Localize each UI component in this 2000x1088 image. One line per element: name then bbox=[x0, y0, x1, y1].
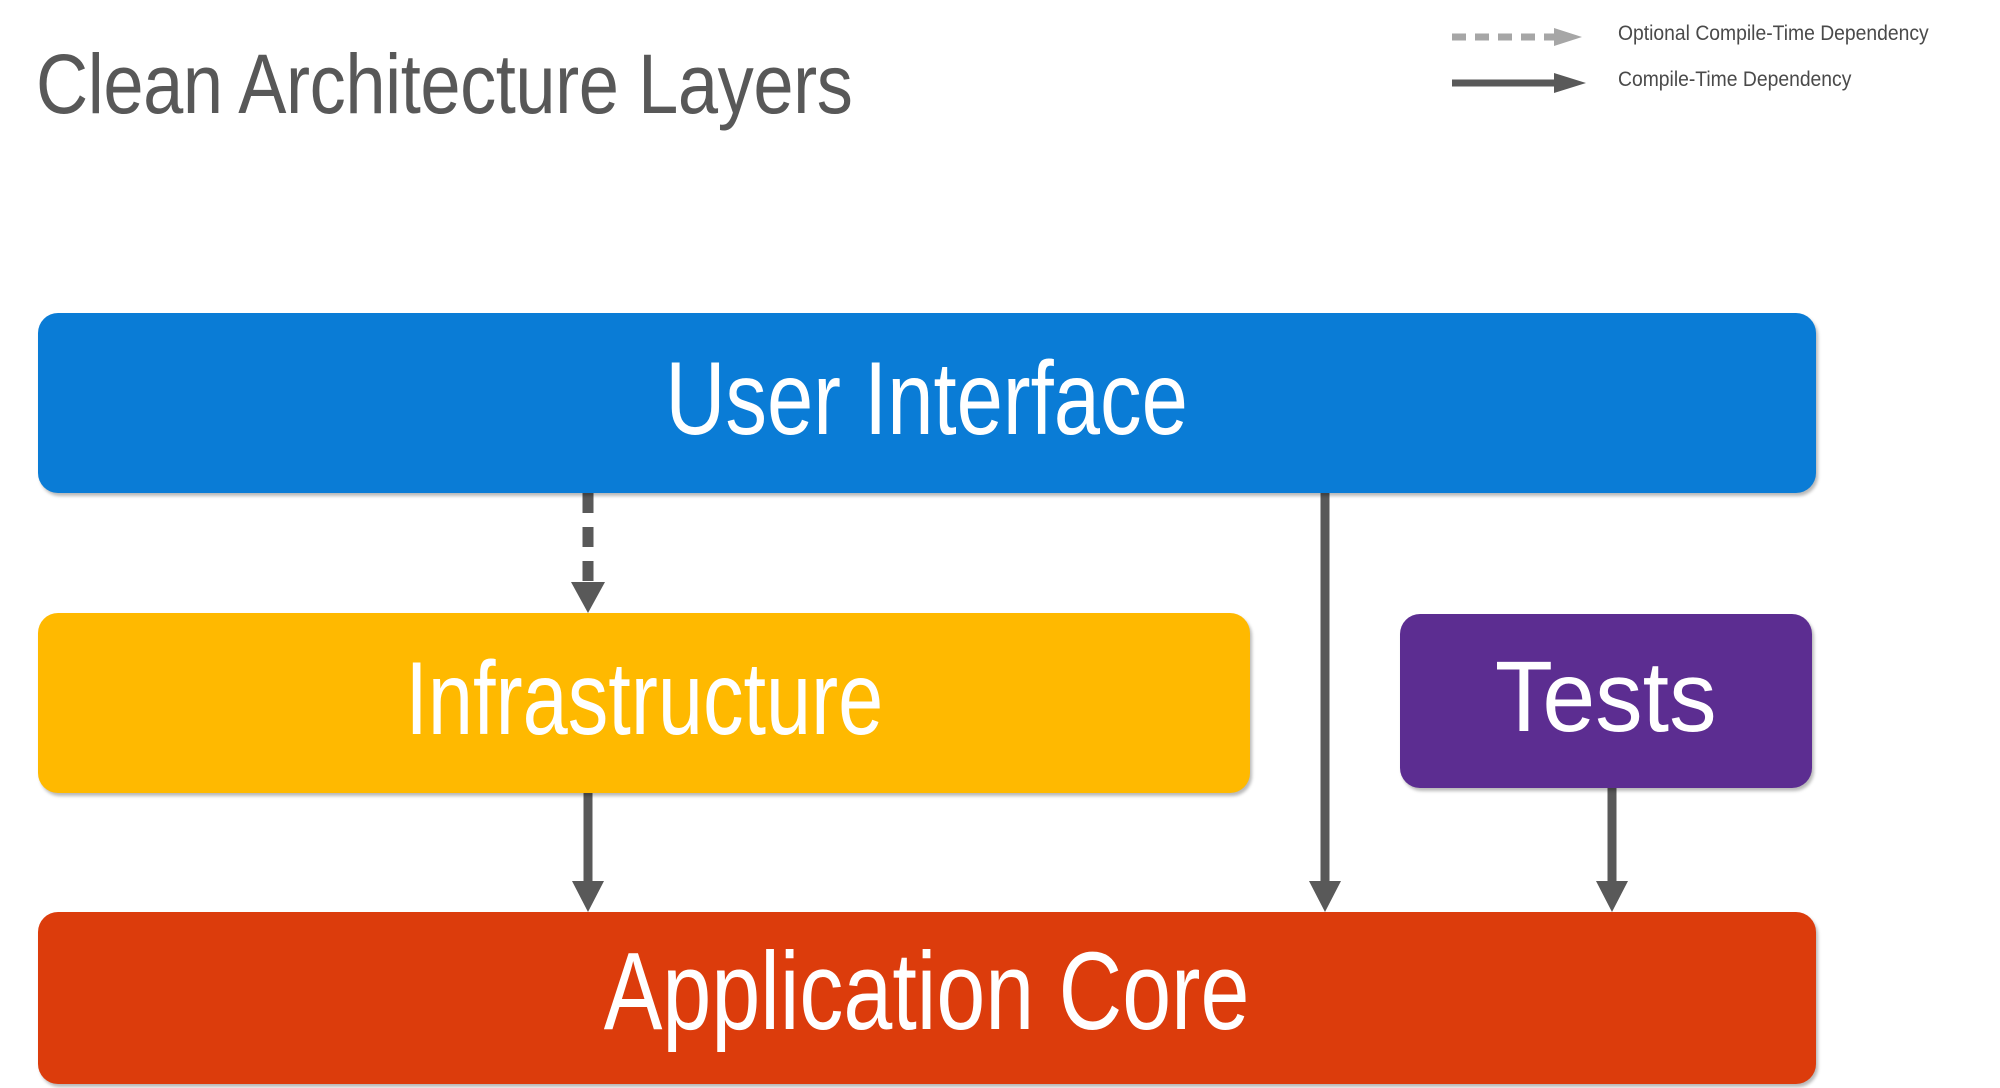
solid-arrow-icon bbox=[1450, 72, 1592, 94]
layer-node-application-core[interactable]: Application Core bbox=[38, 912, 1816, 1084]
dashed-arrow-icon bbox=[1450, 26, 1592, 48]
layer-label-tests: Tests bbox=[1495, 641, 1717, 753]
legend-label: Optional Compile-Time Dependency bbox=[1618, 22, 1929, 45]
edge-tests-to-application-core bbox=[1596, 788, 1628, 912]
layer-label-user-interface: User Interface bbox=[665, 341, 1189, 457]
layer-node-tests[interactable]: Tests bbox=[1400, 614, 1812, 788]
edge-ui-to-application-core bbox=[1309, 493, 1341, 912]
layer-label-infrastructure: Infrastructure bbox=[405, 641, 883, 757]
layer-label-application-core: Application Core bbox=[604, 930, 1250, 1053]
edge-infrastructure-to-application-core bbox=[572, 793, 604, 912]
legend-label: Compile-Time Dependency bbox=[1618, 68, 1852, 91]
page-title: Clean Architecture Layers bbox=[36, 37, 853, 131]
edge-ui-to-infrastructure bbox=[571, 493, 605, 613]
legend: Optional Compile-Time Dependency Compile… bbox=[1440, 10, 1980, 100]
layer-node-user-interface[interactable]: User Interface bbox=[38, 313, 1816, 493]
layer-node-infrastructure[interactable]: Infrastructure bbox=[38, 613, 1250, 793]
